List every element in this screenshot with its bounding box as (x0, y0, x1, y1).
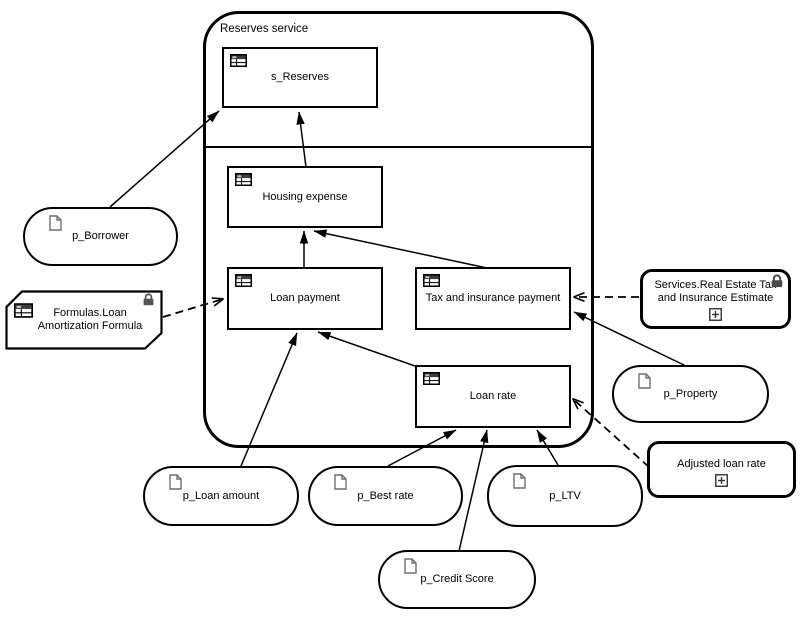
table-icon (235, 274, 252, 290)
document-icon (334, 474, 347, 493)
node-services-real-estate-tax-estimate[interactable]: Services.Real Estate Tax and Insurance E… (640, 269, 791, 329)
container-title: Reserves service (220, 23, 309, 35)
document-icon (169, 474, 182, 493)
container-compartment-divider (206, 146, 591, 148)
node-adjusted-loan-rate[interactable]: Adjusted loan rate (647, 441, 796, 498)
node-label: Loan payment (270, 292, 340, 304)
document-icon (513, 473, 526, 492)
node-label: p_Property (663, 387, 718, 400)
node-label: s_Reserves (270, 71, 330, 83)
node-label: p_Borrower (72, 230, 129, 242)
node-loan-payment[interactable]: Loan payment (227, 267, 383, 330)
node-label: Tax and insurance payment (425, 292, 561, 304)
table-icon (235, 173, 252, 189)
node-p-ltv[interactable]: p_LTV (487, 465, 643, 527)
node-formulas-loan-amortization-formula[interactable]: Formulas.Loan Amortization Formula (5, 290, 163, 350)
node-housing-expense[interactable]: Housing expense (227, 166, 383, 228)
node-tax-and-insurance-payment[interactable]: Tax and insurance payment (415, 267, 571, 330)
document-icon (49, 215, 62, 234)
node-label: p_Loan amount (182, 489, 260, 502)
node-label: p_Credit Score (420, 573, 494, 585)
node-label: p_Best rate (357, 489, 414, 502)
table-icon (230, 54, 247, 70)
edge-p-credit-score-to-loan-rate (458, 429, 489, 552)
node-p-borrower[interactable]: p_Borrower (23, 207, 178, 266)
node-label: Loan rate (469, 390, 517, 402)
lock-icon (770, 274, 784, 291)
table-icon (423, 274, 440, 290)
node-p-credit-score[interactable]: p_Credit Score (378, 550, 536, 609)
node-p-loan-amount[interactable]: p_Loan amount (143, 466, 299, 526)
table-icon (423, 372, 440, 388)
plus-icon[interactable] (715, 474, 728, 490)
node-s-reserves[interactable]: s_Reserves (222, 47, 378, 108)
node-label: Housing expense (262, 190, 348, 203)
node-label: Formulas.Loan Amortization Formula (37, 307, 143, 332)
lock-icon (142, 293, 155, 309)
table-icon (14, 303, 33, 321)
node-p-property[interactable]: p_Property (612, 365, 769, 423)
plus-icon[interactable] (709, 308, 722, 324)
node-loan-rate[interactable]: Loan rate (415, 365, 571, 428)
node-label: Adjusted loan rate (677, 458, 766, 470)
node-p-best-rate[interactable]: p_Best rate (308, 466, 463, 526)
node-label: p_LTV (549, 489, 581, 502)
formulas-outline (5, 290, 163, 350)
node-label: Services.Real Estate Tax and Insurance E… (654, 279, 777, 304)
document-icon (638, 373, 651, 392)
document-icon (404, 558, 417, 577)
